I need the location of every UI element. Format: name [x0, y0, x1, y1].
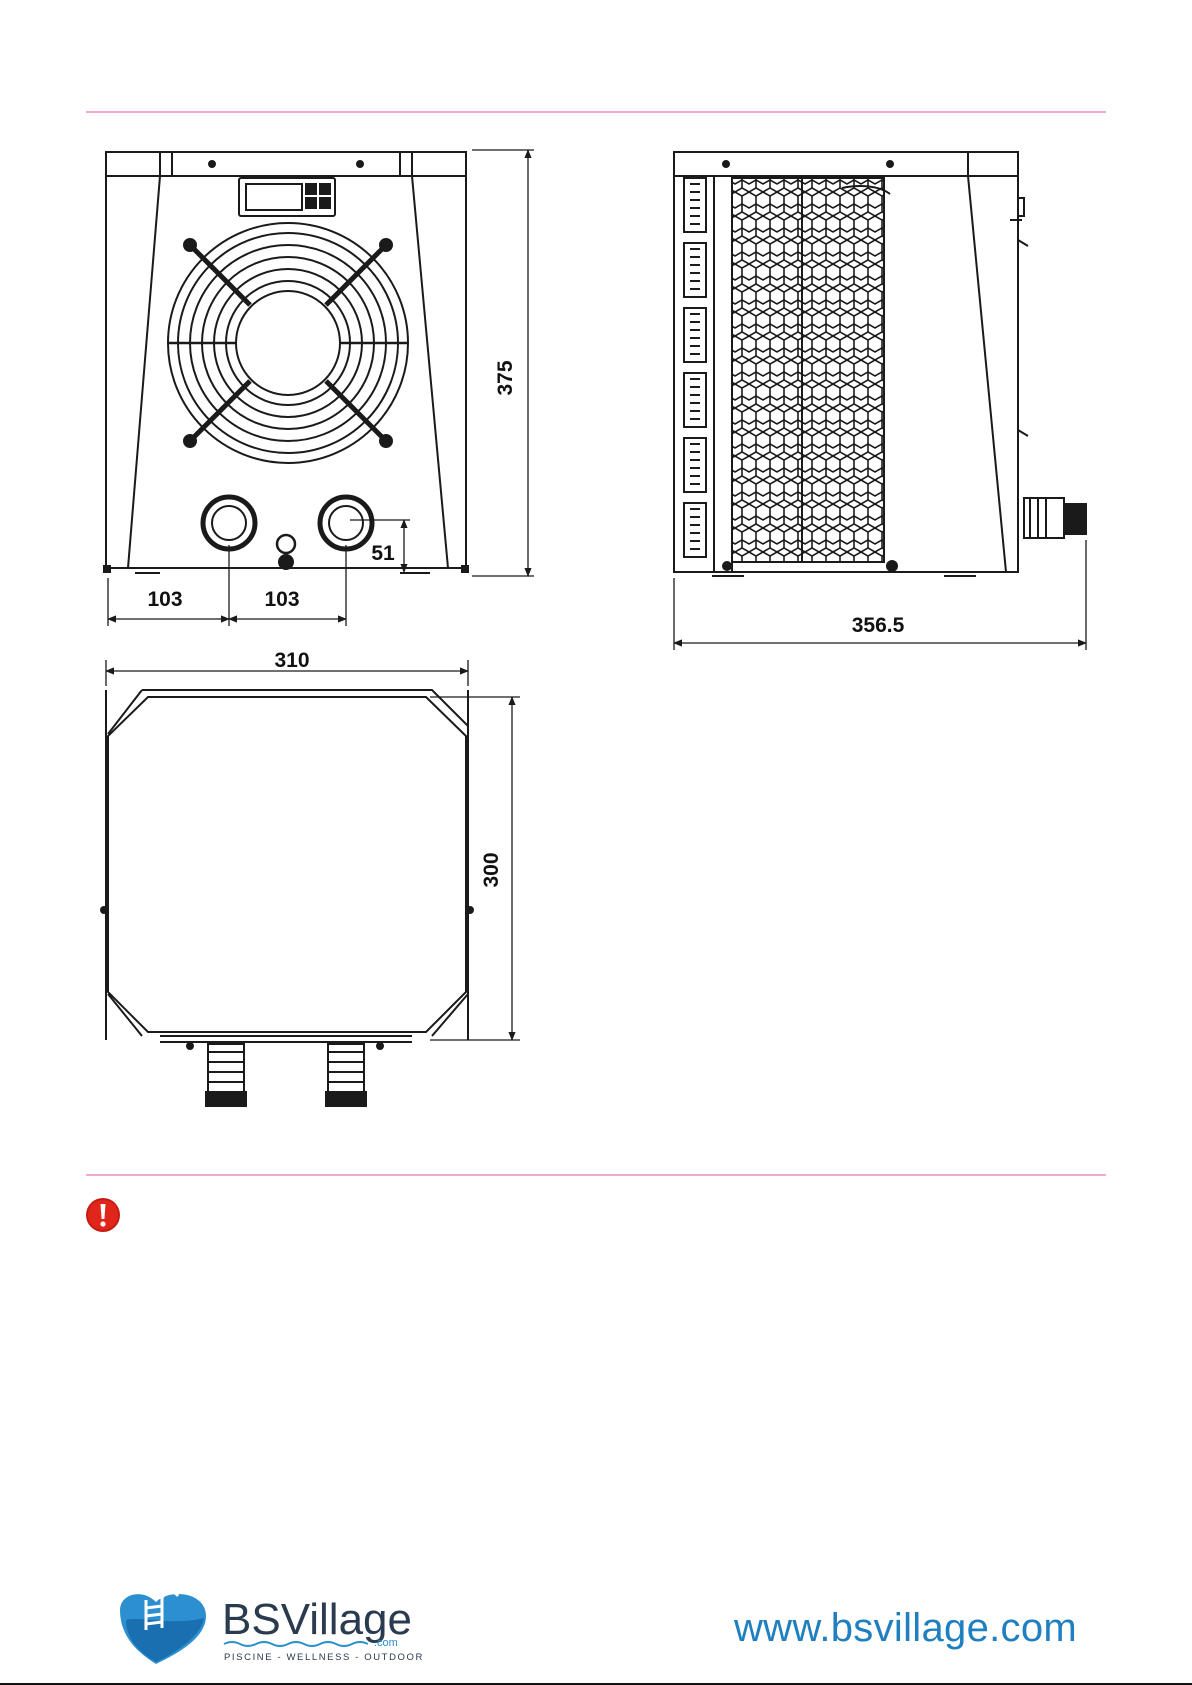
website-link[interactable]: www.bsvillage.com [734, 1606, 1077, 1651]
dim-front-height: 375 [494, 360, 517, 395]
logo-tagline: PISCINE - WELLNESS - OUTDOOR [224, 1652, 424, 1663]
front-view [104, 150, 534, 626]
fan-grill [168, 223, 408, 463]
dim-front-port-height: 51 [371, 542, 395, 565]
dim-top-depth: 300 [480, 852, 503, 887]
dim-side-depth: 356.5 [852, 614, 905, 637]
dim-front-between-ports: 103 [264, 588, 299, 611]
dim-top-width: 310 [274, 649, 309, 672]
logo-com: .com [374, 1637, 398, 1649]
heart-pool-ladder-icon [120, 1592, 206, 1664]
bsvillage-logo: BSVillage .com PISCINE - WELLNESS - OUTD… [112, 1586, 432, 1666]
exclamation-circle-icon [84, 1196, 122, 1234]
side-view [674, 152, 1086, 650]
dim-front-left-offset: 103 [147, 588, 182, 611]
top-view [101, 660, 520, 1106]
